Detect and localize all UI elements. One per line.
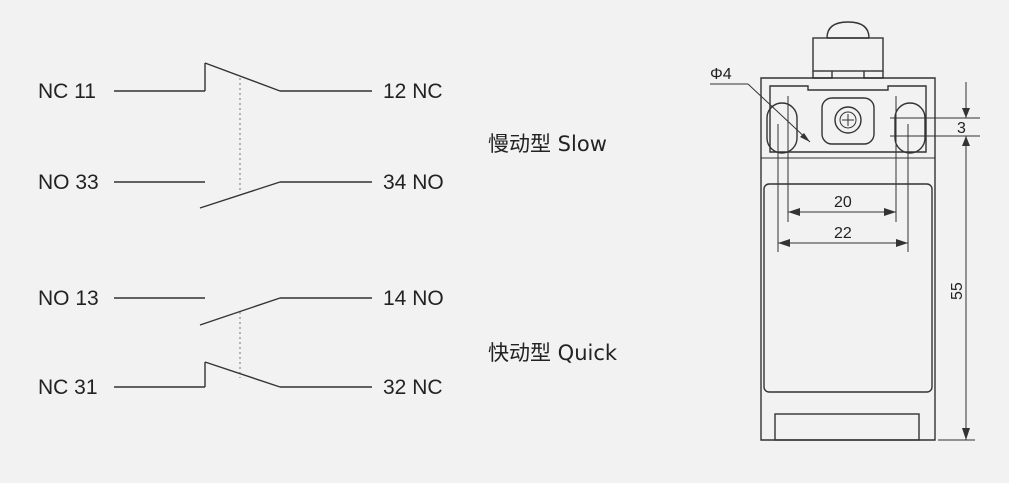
quick-nc-out-label: 32 NC <box>383 376 443 399</box>
quick-type-label: 快动型 Quick <box>488 341 618 365</box>
plunger-body <box>812 37 884 72</box>
quick-no-blade <box>199 297 281 326</box>
switch-outline-drawing <box>760 21 936 441</box>
screw-recess <box>821 97 875 145</box>
slow-no-out-label: 34 NO <box>383 171 444 194</box>
mounting-plate <box>769 85 927 153</box>
inner-spacing-label: 20 <box>834 194 852 211</box>
height-label: 55 <box>949 282 966 300</box>
outer-spacing-arrow-right <box>896 239 908 247</box>
slow-nc-blade <box>204 62 281 92</box>
housing-outline <box>760 77 936 441</box>
inner-spacing-arrow-left <box>788 208 800 216</box>
inner-spacing-arrow-right <box>884 208 896 216</box>
slow-nc-out-label: 12 NC <box>383 80 443 103</box>
hole-diameter-leader <box>747 83 811 143</box>
slow-type-label: 慢动型 Slow <box>488 132 607 156</box>
cable-entry <box>774 413 920 441</box>
outer-spacing-label: 22 <box>834 225 852 242</box>
dimension-annotations: Φ4 3 20 22 55 <box>710 66 980 441</box>
outer-spacing-arrow-left <box>778 239 790 247</box>
right-mounting-slot <box>894 102 926 154</box>
cover-panel <box>763 183 933 393</box>
slow-nc-in-label: NC 11 <box>38 80 96 103</box>
screw-inner <box>839 111 857 129</box>
quick-contact-group: NO 13 14 NO NC 31 32 NC 快动型 Quick <box>38 287 618 399</box>
quick-no-out-label: 14 NO <box>383 287 444 310</box>
quick-nc-blade <box>204 361 281 388</box>
plunger-right-foot <box>863 71 884 79</box>
plunger-left-foot <box>812 71 833 79</box>
slot-offset-arrow-bottom <box>962 136 970 146</box>
slot-offset-label: 3 <box>957 120 966 137</box>
hole-diameter-label: Φ4 <box>710 66 732 83</box>
plunger-cap <box>826 21 870 39</box>
screw-head <box>834 106 862 134</box>
slow-no-blade <box>199 181 281 209</box>
slot-offset-arrow-top <box>962 108 970 118</box>
slow-no-in-label: NO 33 <box>38 171 99 194</box>
left-mounting-slot <box>766 102 798 154</box>
quick-no-in-label: NO 13 <box>38 287 99 310</box>
height-arrow-bottom <box>962 428 970 440</box>
quick-nc-in-label: NC 31 <box>38 376 98 399</box>
hole-diameter-arrow <box>800 133 810 142</box>
slow-contact-group: NC 11 12 NC NO 33 34 NO 慢动型 Slow <box>38 62 607 209</box>
